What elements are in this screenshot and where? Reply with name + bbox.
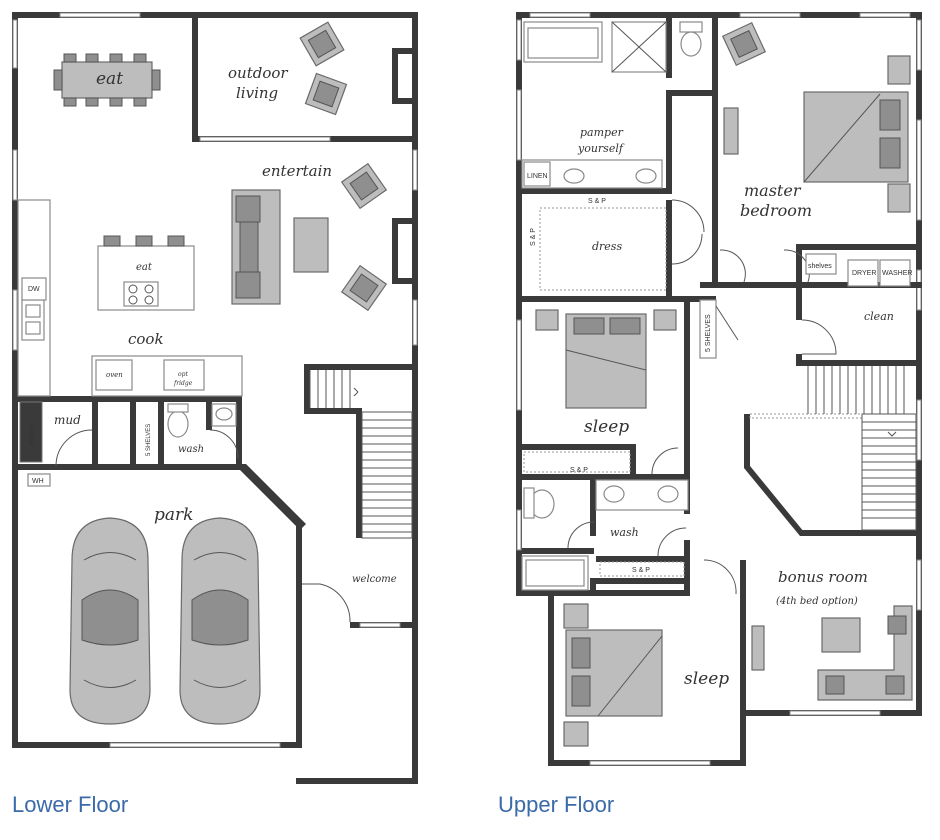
label-shelves-laundry: shelves	[808, 263, 832, 270]
label-sleep-2: sleep	[684, 669, 729, 689]
label-shelves-hall: 5 SHELVES	[705, 314, 712, 352]
label-sp-dress-top: S & P	[588, 198, 606, 205]
car-left	[69, 517, 151, 725]
label-wash-upper: wash	[610, 526, 639, 539]
label-dress: dress	[592, 240, 622, 253]
label-oven: oven	[106, 371, 123, 379]
label-bedroom: bedroom	[740, 201, 812, 220]
label-entertain: entertain	[262, 162, 332, 180]
label-eat-dining: eat	[96, 69, 123, 89]
label-washer: WASHER	[882, 270, 912, 277]
upper-floor-title: Upper Floor	[498, 792, 615, 817]
label-wash-lower: wash	[178, 444, 204, 455]
label-linen: LINEN	[527, 173, 548, 180]
label-bonus-option: (4th bed option)	[776, 596, 858, 607]
label-park: park	[154, 505, 193, 525]
label-yourself: yourself	[577, 142, 625, 155]
lower-stairs	[309, 370, 413, 539]
label-sp-dress-side: S & P	[530, 228, 537, 246]
label-mud: mud	[54, 413, 81, 427]
label-shelves-lower: 5 SHELVES	[146, 424, 152, 456]
label-cook: cook	[128, 330, 164, 348]
label-fridge: fridge	[173, 380, 193, 387]
label-pamper: pamper	[580, 126, 624, 139]
label-sp-sleep-1: S & P	[570, 467, 588, 474]
label-wh: WH	[32, 478, 44, 485]
label-dryer: DRYER	[852, 270, 876, 277]
lower-floor-plan: eat outdoor living entertain eat cook DW…	[12, 12, 418, 784]
label-bench: BENCH	[30, 425, 36, 446]
label-dw: DW	[28, 286, 40, 293]
sectional-sofa	[817, 605, 913, 701]
car-right	[179, 517, 261, 725]
label-outdoor: outdoor	[228, 64, 288, 82]
label-sp-wash: S & P	[632, 567, 650, 574]
upper-floor-plan: pamper yourself LINEN S & P S & P dress …	[516, 12, 922, 766]
lower-floor-title: Lower Floor	[12, 792, 129, 817]
label-clean: clean	[864, 310, 894, 323]
label-fridge-opt: opt	[178, 371, 188, 378]
dining-table	[53, 53, 161, 107]
label-welcome: welcome	[352, 574, 397, 585]
label-master: master	[744, 181, 802, 200]
upper-stairs	[807, 366, 917, 531]
label-bonus-room: bonus room	[778, 568, 868, 586]
label-sleep-1: sleep	[584, 417, 629, 437]
label-living: living	[236, 84, 278, 102]
label-eat-island: eat	[136, 262, 153, 273]
